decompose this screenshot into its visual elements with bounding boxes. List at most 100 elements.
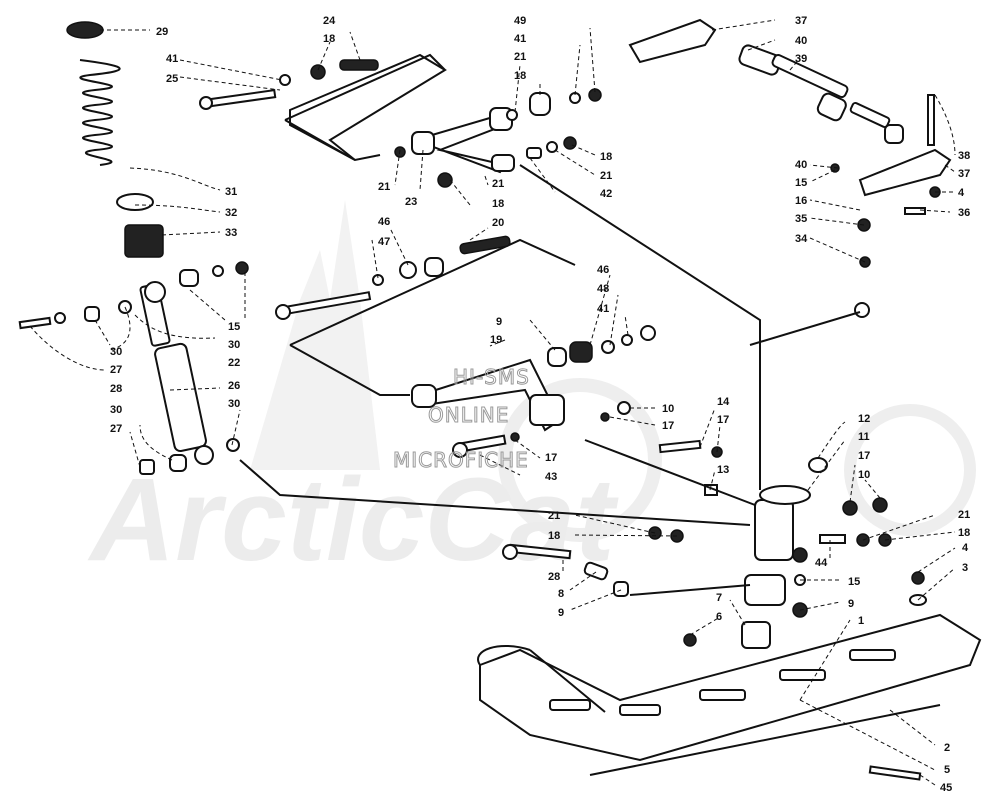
callout-10: 10: [662, 403, 674, 415]
callout-11: 11: [858, 431, 870, 443]
callout-18: 18: [323, 33, 335, 45]
steering-arm-37b: [858, 148, 952, 197]
bushing-15a: [179, 269, 199, 287]
bushing-9b: [613, 581, 629, 597]
callout-8: 8: [558, 588, 564, 600]
callout-17: 17: [545, 452, 557, 464]
callout-40: 40: [795, 35, 807, 47]
callout-30: 30: [228, 398, 240, 410]
callout-20: 20: [492, 217, 504, 229]
nut-22: [235, 261, 249, 275]
callout-12: 12: [858, 413, 870, 425]
logo-text: ArcticCat: [87, 454, 619, 586]
callout-18: 18: [958, 527, 970, 539]
steering-arm-37a: [628, 18, 717, 64]
watermark-line3: MICROFICHE: [393, 448, 529, 472]
callout-4: 4: [958, 187, 965, 199]
bushing-46a: [424, 257, 444, 277]
callout-numbers: 29 41 25 31 32 33 15 30 22 30 27 28 26 3…: [110, 15, 970, 794]
adjuster-33: [124, 224, 164, 258]
washer-17c: [842, 500, 858, 516]
callout-33: 33: [225, 227, 237, 239]
callout-25: 25: [166, 73, 178, 85]
callout-21: 21: [514, 51, 526, 63]
washer-30d: [226, 438, 240, 452]
bushing-30e: [169, 454, 187, 472]
callout-4: 4: [962, 542, 969, 554]
callout-21: 21: [600, 170, 612, 182]
spindle-assembly: [744, 485, 811, 606]
callout-15: 15: [795, 177, 807, 189]
callout-35: 35: [795, 213, 807, 225]
washer-46a: [399, 261, 417, 279]
tie-rod-end: [854, 302, 870, 318]
callout-3: 3: [962, 562, 968, 574]
callout-21: 21: [378, 181, 390, 193]
bolt-28b: [502, 543, 572, 560]
callout-26: 26: [228, 380, 240, 392]
nut-18d: [437, 172, 453, 188]
brand-watermark-logo: ArcticCat: [87, 200, 976, 586]
callout-31: 31: [225, 186, 237, 198]
callout-48: 48: [597, 283, 609, 295]
pin-42: [526, 147, 542, 159]
washer-41a: [279, 74, 291, 86]
bolt-25: [199, 89, 277, 110]
long-bolt-22: [275, 291, 372, 320]
callout-46: 46: [378, 216, 390, 228]
callout-43: 43: [545, 471, 557, 483]
pin-8: [583, 561, 609, 581]
bushing-46b: [569, 341, 593, 363]
nut-4b: [911, 571, 925, 585]
callout-16: 16: [795, 195, 807, 207]
bolt-36: [904, 207, 926, 215]
callout-38: 38: [958, 150, 970, 162]
nut-10a: [617, 401, 631, 415]
connector-lines: [239, 164, 861, 596]
washer-21a: [506, 109, 518, 121]
leader-lines: [29, 19, 956, 786]
callout-32: 32: [225, 207, 237, 219]
washer-48: [601, 340, 615, 354]
callout-36: 36: [958, 207, 970, 219]
lower-a-arm-19: [411, 358, 565, 432]
callout-5: 5: [944, 764, 950, 776]
callout-15: 15: [228, 321, 240, 333]
callout-24: 24: [323, 15, 336, 27]
washer-17a: [600, 412, 610, 422]
bolt-28a: [18, 316, 52, 330]
callout-17: 17: [717, 414, 729, 426]
bushing-30c: [84, 306, 100, 322]
microfiche-watermark: HI-SMS ONLINE MICROFICHE: [393, 365, 530, 473]
callout-37: 37: [958, 168, 970, 180]
washer-41c: [621, 334, 633, 346]
saddle-7: [741, 621, 771, 649]
callout-27: 27: [110, 423, 122, 435]
callout-2: 2: [944, 742, 950, 754]
callout-29: 29: [156, 26, 168, 38]
callout-42: 42: [600, 188, 612, 200]
callout-30: 30: [228, 339, 240, 351]
callout-39: 39: [795, 53, 807, 65]
bushing-10b: [872, 497, 888, 513]
upper-frame-plate: [284, 53, 447, 162]
callout-15: 15: [848, 576, 860, 588]
watermark-line1: HI-SMS: [453, 365, 530, 389]
callout-23: 23: [405, 196, 417, 208]
callout-1: 1: [858, 615, 864, 627]
washer-21d: [546, 141, 558, 153]
spacer-24: [339, 59, 379, 71]
bushing-44: [792, 547, 808, 563]
spacer-20: [459, 235, 511, 255]
callout-14: 14: [717, 396, 730, 408]
callout-30: 30: [110, 346, 122, 358]
nut-18c: [563, 136, 577, 150]
washer-30a: [212, 265, 224, 277]
bushing-9a: [547, 347, 567, 367]
callout-9: 9: [848, 598, 854, 610]
callout-28: 28: [110, 383, 122, 395]
bolt-38: [927, 94, 935, 146]
watermark-line2: ONLINE: [428, 403, 509, 427]
bolt-43: [452, 434, 507, 458]
